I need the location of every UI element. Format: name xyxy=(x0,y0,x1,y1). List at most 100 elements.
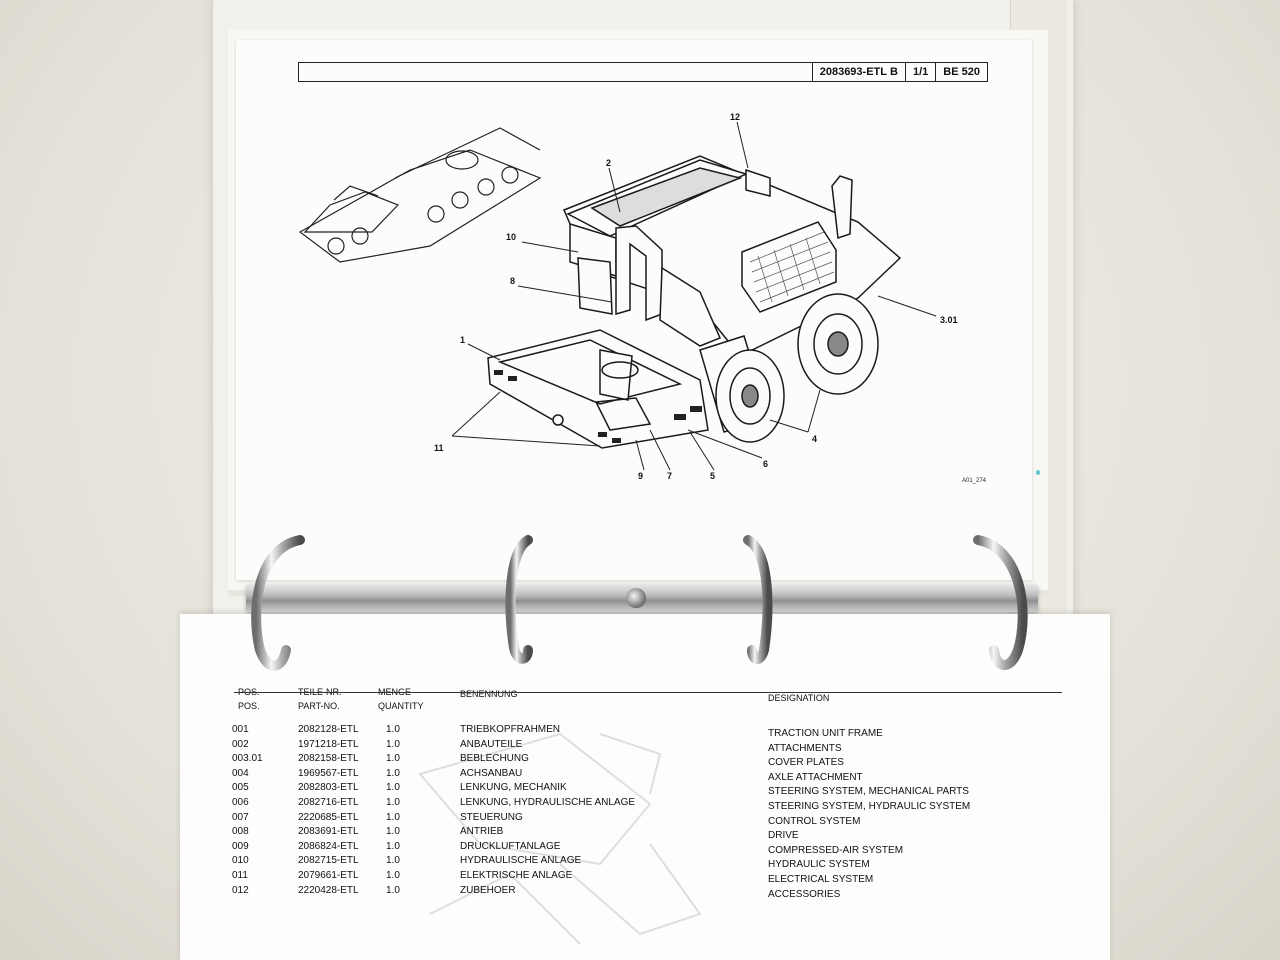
table-row: 002 1971218-ETL 1.0 ANBAUTEILE ATTACHMENTS xyxy=(180,738,1110,754)
cell-benennung: LENKUNG, MECHANIK xyxy=(460,782,567,794)
cell-benennung: ANTRIEB xyxy=(460,826,504,838)
cell-designation: TRACTION UNIT FRAME xyxy=(768,728,883,739)
col-header-name-en: DESIGNATION xyxy=(768,693,830,703)
cell-pos: 001 xyxy=(232,724,249,735)
parts-list-page[interactable]: POS. POS. TEILE-NR. PART-NO. MENGE QUANT… xyxy=(180,614,1110,960)
cell-benennung: BEBLECHUNG xyxy=(460,753,529,765)
cell-pos: 004 xyxy=(232,767,249,779)
cell-pos: 005 xyxy=(232,782,249,794)
cell-quantity: 1.0 xyxy=(386,797,400,808)
cell-part-no: 2079661-ETL xyxy=(298,870,359,881)
cell-quantity: 1.0 xyxy=(386,826,400,838)
callout-9: 9 xyxy=(638,471,643,481)
cell-quantity: 1.0 xyxy=(386,884,400,896)
drawing-header-bar: 2083693-ETL B 1/1 BE 520 xyxy=(298,62,988,82)
cell-benennung: ACHSANBAU xyxy=(460,767,523,779)
table-row: 001 2082128-ETL 1.0 TRIEBKOPFRAHMEN TRACTION… xyxy=(180,724,1110,739)
cell-pos: 002 xyxy=(232,738,249,750)
cell-designation: ATTACHMENTS xyxy=(768,742,842,754)
cell-benennung: LENKUNG, HYDRAULISCHE ANLAGE xyxy=(460,797,636,808)
cell-quantity: 1.0 xyxy=(386,767,400,779)
cell-pos: 010 xyxy=(232,855,249,867)
cell-designation: COMPRESSED-AIR SYSTEM xyxy=(768,844,904,856)
cell-quantity: 1.0 xyxy=(386,870,400,881)
cell-benennung: TRIEBKOPFRAHMEN xyxy=(460,724,561,735)
drawing-code: A01_274 xyxy=(962,478,987,484)
cell-designation: STEERING SYSTEM, MECHANICAL PARTS xyxy=(768,786,969,798)
table-row: 004 1969567-ETL 1.0 ACHSANBAU AXLE ATTACHMEN… xyxy=(180,767,1110,783)
cell-quantity: 1.0 xyxy=(386,753,400,765)
ink-spot xyxy=(1036,470,1040,475)
header-rule xyxy=(234,692,1062,693)
cell-pos: 008 xyxy=(232,826,249,838)
cell-benennung: ELEKTRISCHE ANLAGE xyxy=(460,870,573,881)
table-row: 006 2082716-ETL 1.0 LENKUNG, HYDRAULISCHE A… xyxy=(180,797,1110,812)
binder-ring-4 xyxy=(973,535,1028,670)
overview-vehicle-sketch xyxy=(298,127,542,263)
cell-designation: HYDRAULIC SYSTEM xyxy=(768,859,870,871)
table-row: 012 2220428-ETL 1.0 ZUBEHOER ACCESSORIES xyxy=(180,884,1110,900)
table-row: 011 2079661-ETL 1.0 ELEKTRISCHE ANLAGE ELECT… xyxy=(180,870,1110,885)
cell-part-no: 2082128-ETL xyxy=(298,724,359,735)
cell-designation: DRIVE xyxy=(768,830,799,842)
cell-part-no: 2220685-ETL xyxy=(298,811,359,823)
cell-pos: 011 xyxy=(232,870,248,881)
cell-designation: CONTROL SYSTEM xyxy=(768,815,861,827)
cell-quantity: 1.0 xyxy=(386,811,400,823)
callout-12: 12 xyxy=(730,112,740,122)
cell-designation: ELECTRICAL SYSTEM xyxy=(768,874,874,885)
callout-11: 11 xyxy=(434,443,444,453)
rail-rivet xyxy=(626,588,646,608)
cell-part-no: 1969567-ETL xyxy=(298,767,359,779)
cell-part-no: 2082158-ETL xyxy=(298,753,359,765)
table-row: 009 2086824-ETL 1.0 DRUCKLUFTANLAGE COMPRESS… xyxy=(180,840,1110,856)
cell-designation: AXLE ATTACHMENT xyxy=(768,771,863,783)
ghost-diagram-show-through xyxy=(418,732,702,945)
cell-pos: 007 xyxy=(232,811,249,823)
callout-6: 6 xyxy=(763,459,768,469)
cell-quantity: 1.0 xyxy=(386,782,400,794)
cell-designation: ACCESSORIES xyxy=(768,888,841,900)
callout-3-01: 3.01 xyxy=(940,315,958,325)
table-row: 010 2082715-ETL 1.0 HYDRAULISCHE ANLAGE HYDR… xyxy=(180,855,1110,871)
cell-benennung: STEUERUNG xyxy=(460,811,523,823)
callout-10: 10 xyxy=(506,232,516,242)
callout-2: 2 xyxy=(606,158,611,168)
cell-quantity: 1.0 xyxy=(386,738,400,750)
sheet-number: 1/1 xyxy=(906,63,937,81)
drawing-page[interactable] xyxy=(236,40,1032,580)
callout-labels: 1 2 3.01 4 5 6 7 8 9 10 11 12 xyxy=(434,112,958,481)
cell-part-no: 2086824-ETL xyxy=(298,840,359,852)
col-header-qty-en: QUANTITY xyxy=(378,701,424,711)
cell-pos: 009 xyxy=(232,840,249,852)
callout-7: 7 xyxy=(667,471,672,481)
callout-4: 4 xyxy=(812,434,817,444)
col-header-pos-en: POS. xyxy=(238,701,260,711)
cell-pos: 003.01 xyxy=(232,753,263,765)
cell-pos: 006 xyxy=(232,797,249,808)
cell-quantity: 1.0 xyxy=(386,724,400,735)
cell-benennung: ANBAUTEILE xyxy=(460,738,523,750)
cell-part-no: 2082715-ETL xyxy=(298,855,359,867)
binder-ring-1 xyxy=(251,535,305,671)
cell-benennung: ZUBEHOER xyxy=(460,884,516,896)
cell-part-no: 2082716-ETL xyxy=(298,797,359,808)
document-number: 2083693-ETL B xyxy=(813,63,906,81)
table-row: 007 2220685-ETL 1.0 STEUERUNG CONTROL SYSTEM xyxy=(180,811,1110,827)
cell-benennung: DRUCKLUFTANLAGE xyxy=(460,840,561,852)
cell-pos: 012 xyxy=(232,884,249,896)
cell-quantity: 1.0 xyxy=(386,855,400,867)
binder-ring-3 xyxy=(743,535,773,664)
parts-table: POS. POS. TEILE-NR. PART-NO. MENGE QUANT… xyxy=(180,614,1110,960)
cell-benennung: HYDRAULISCHE ANLAGE xyxy=(460,855,582,867)
cell-part-no: 1971218-ETL xyxy=(298,738,359,750)
traction-unit-drawing xyxy=(487,155,902,449)
col-header-name-de: BENENNUNG xyxy=(460,689,518,699)
cell-part-no: 2220428-ETL xyxy=(298,884,359,896)
cell-quantity: 1.0 xyxy=(386,840,400,852)
